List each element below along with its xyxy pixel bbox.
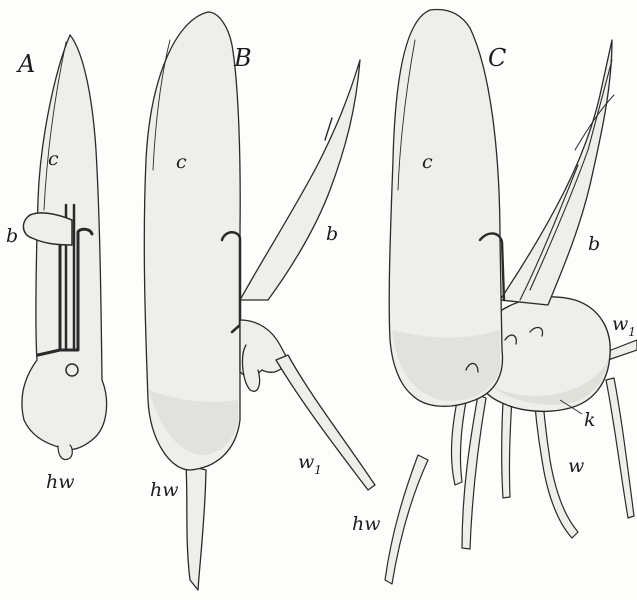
figure-c-cotyledon-label: c [422,151,433,173]
figure-b-bud-label: b [326,223,338,245]
figure-a-cotyledon-label: c [48,148,59,170]
figure-a-bud [23,213,72,245]
figure-c-label: C [488,44,506,72]
figure-a-label: A [16,50,35,78]
figure-c-tuber-label: k [584,409,596,431]
figure-b-bud [240,60,360,300]
figure-b-lateral-root [276,355,375,490]
figure-b-lateral-root-subscript: 1 [314,463,322,477]
figure-b-lateral-root-label: w1 [298,451,322,477]
figure-c-main-root-label: hw [352,513,381,535]
figure-a-main-root-label: hw [46,471,75,493]
figure-c-bud-label: b [588,233,600,255]
figure-c-root-2 [462,395,486,549]
figure-a-root-tip [58,445,72,460]
figure-c [385,10,637,584]
figure-a [22,35,107,460]
figure-b-main-root [186,465,206,590]
figure-c-main-root [385,455,428,584]
figure-b-cotyledon-label: c [176,151,187,173]
figure-b-lateral-root-letter: w [298,451,314,473]
figure-b [144,12,375,590]
figure-b-label: B [233,44,252,72]
figure-a-bud-label: b [6,225,18,247]
figure-c-root-5 [606,378,634,518]
figure-c-lateral-root-subscript: 1 [628,325,636,339]
figure-c-lateral-root-label: w1 [612,313,636,339]
figure-c-lateral-root-letter: w [612,313,628,335]
figure-b-main-root-label: hw [150,479,179,501]
figure-c-bud-stalk [500,40,612,305]
figure-c-roots-label: w [568,455,584,477]
